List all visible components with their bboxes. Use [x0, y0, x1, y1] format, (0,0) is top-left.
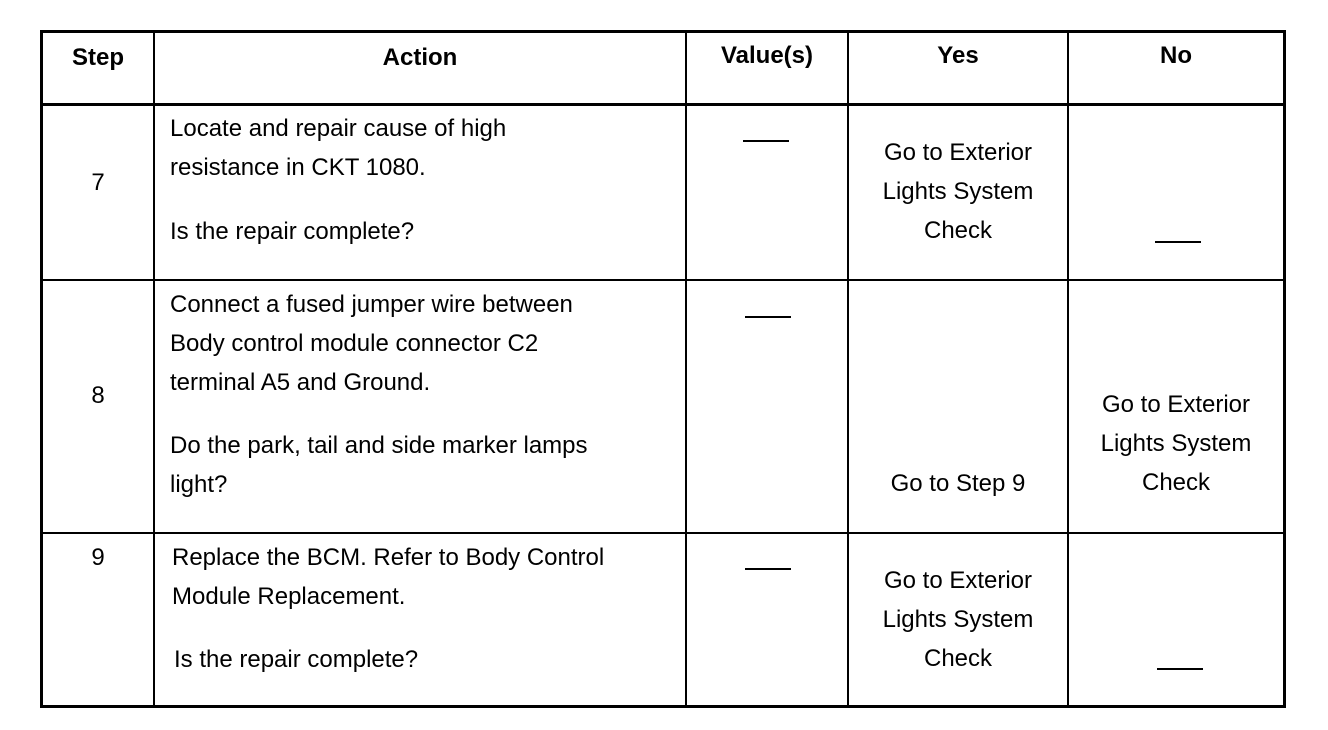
result-line: Check [923, 645, 993, 672]
result-line: Lights System [882, 178, 1034, 205]
action-question: Do the park, tail and side marker lamps … [170, 426, 680, 504]
action-instruction: Locate and repair cause of high resistan… [170, 109, 680, 187]
action-question: Is the repair complete? [170, 218, 415, 245]
column-divider [685, 33, 687, 705]
column-divider [153, 33, 155, 705]
header-action: Action [382, 44, 458, 71]
action-line: Module Replacement. [172, 583, 406, 610]
result-line: Check [923, 217, 993, 244]
result-line: Go to Exterior [883, 567, 1033, 594]
step-number: 8 [91, 382, 105, 409]
action-line: Replace the BCM. Refer to Body Control [172, 544, 605, 571]
header-no: No [1160, 42, 1192, 69]
header-yes: Yes [937, 42, 979, 69]
no-dash [1157, 668, 1203, 670]
row-divider [43, 279, 1283, 281]
result-line: Go to Exterior [883, 139, 1033, 166]
no-result: Go to Exterior Lights System Check [1069, 385, 1283, 502]
step-number: 9 [91, 544, 105, 571]
header-divider [43, 103, 1283, 106]
column-divider [1067, 33, 1069, 705]
action-line: resistance in CKT 1080. [170, 154, 426, 181]
header-step: Step [71, 44, 124, 71]
result-line: Lights System [882, 606, 1034, 633]
yes-result: Go to Step 9 [890, 470, 1026, 497]
header-values: Value(s) [720, 42, 814, 69]
value-dash [745, 568, 791, 570]
action-line: Do the park, tail and side marker lamps [170, 432, 588, 459]
no-dash [1155, 241, 1201, 243]
step-number: 7 [91, 169, 105, 196]
action-line: Body control module connector C2 [170, 330, 539, 357]
action-question: Is the repair complete? [174, 646, 419, 673]
row-divider [43, 532, 1283, 534]
result-line: Check [1141, 469, 1211, 496]
column-divider [847, 33, 849, 705]
yes-result: Go to Exterior Lights System Check [849, 561, 1067, 678]
action-line: Locate and repair cause of high [170, 115, 507, 142]
value-dash [745, 316, 791, 318]
action-instruction: Replace the BCM. Refer to Body Control M… [172, 538, 682, 616]
action-instruction: Connect a fused jumper wire between Body… [170, 285, 680, 402]
value-dash [743, 140, 789, 142]
action-line: Connect a fused jumper wire between [170, 291, 573, 318]
action-line: terminal A5 and Ground. [170, 369, 431, 396]
yes-result: Go to Exterior Lights System Check [849, 133, 1067, 250]
action-line: light? [170, 471, 228, 498]
diagnostic-table: Step Action Value(s) Yes No 7 Locate and… [40, 30, 1286, 708]
result-line: Lights System [1100, 430, 1252, 457]
result-line: Go to Exterior [1101, 391, 1251, 418]
